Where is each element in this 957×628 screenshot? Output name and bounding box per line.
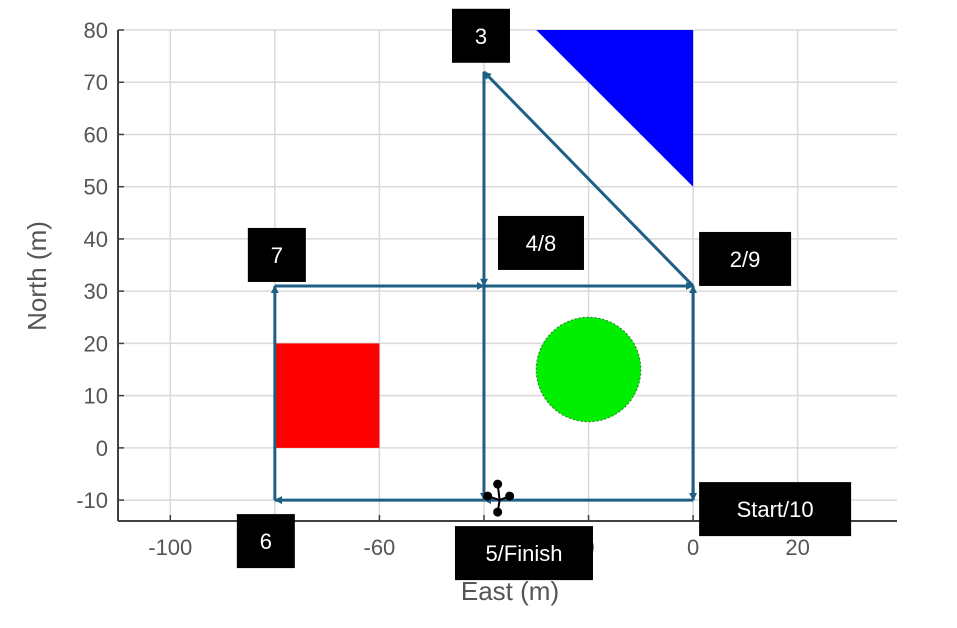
x-axis-label: East (m) — [461, 576, 559, 606]
drone-rotor — [505, 491, 515, 501]
waypoint-box — [454, 526, 593, 581]
waypoint-label: 3 — [451, 8, 510, 63]
waypoint-box — [699, 482, 852, 537]
waypoint-text: 4/8 — [526, 231, 557, 256]
x-tick-label: -100 — [148, 535, 192, 560]
y-tick-label: 60 — [84, 122, 108, 147]
waypoint-label: 4/8 — [497, 215, 584, 270]
waypoint-label: 5/Finish — [454, 526, 593, 581]
drone-icon — [483, 479, 515, 517]
waypoint-label: 7 — [247, 227, 306, 282]
waypoint-box — [497, 215, 584, 270]
drone-rotor — [483, 491, 493, 501]
blue-triangle — [536, 30, 694, 187]
y-tick-label: 50 — [84, 175, 108, 200]
y-tick-label: -10 — [76, 488, 108, 513]
y-tick-label: 70 — [84, 70, 108, 95]
waypoint-label: 2/9 — [699, 231, 792, 286]
waypoint-text: 6 — [260, 529, 272, 554]
x-tick-label: -60 — [364, 535, 396, 560]
waypoint-label: 6 — [236, 514, 295, 569]
path-segment — [482, 70, 695, 287]
flight-path — [270, 70, 698, 505]
y-axis-label: North (m) — [22, 221, 52, 331]
x-tick-label: 0 — [687, 535, 699, 560]
waypoint-box — [247, 227, 306, 282]
waypoint-text: 2/9 — [730, 247, 761, 272]
waypoint-text: Start/10 — [737, 497, 814, 522]
y-tick-label: 80 — [84, 18, 108, 43]
waypoint-text: 3 — [475, 24, 487, 49]
y-tick-label: 10 — [84, 384, 108, 409]
y-tick-label: 20 — [84, 331, 108, 356]
y-tick-label: 40 — [84, 227, 108, 252]
waypoint-box — [451, 8, 510, 63]
x-tick-label: 20 — [785, 535, 809, 560]
waypoint-box — [236, 514, 295, 569]
y-tick-label: 30 — [84, 279, 108, 304]
y-tick-label: 0 — [96, 436, 108, 461]
obstacles — [274, 30, 694, 448]
waypoint-label: Start/10 — [699, 482, 852, 537]
waypoint-text: 7 — [271, 243, 283, 268]
drone-rotor — [493, 479, 503, 489]
waypoint-box — [699, 231, 792, 286]
waypoint-text: 5/Finish — [485, 541, 562, 566]
drone-rotor — [493, 507, 503, 517]
green-circle — [535, 316, 642, 423]
red-square — [274, 343, 380, 448]
